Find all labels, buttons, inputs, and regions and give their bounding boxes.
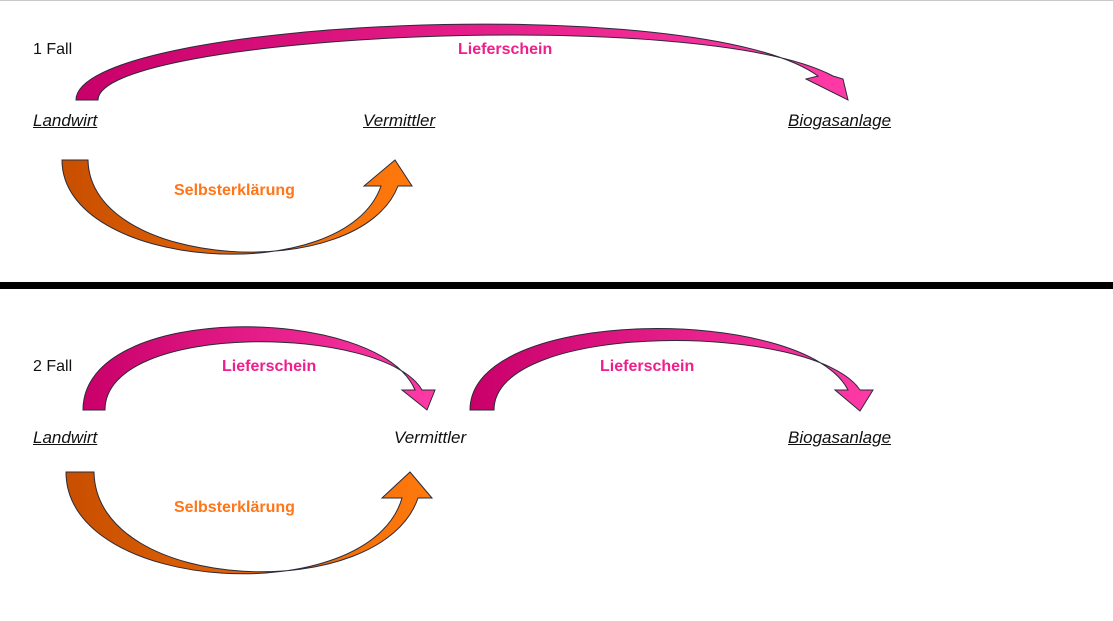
lieferschein-label-case-2-first: Lieferschein — [222, 358, 317, 375]
case-divider — [0, 282, 1113, 289]
lieferschein-label-case-1: Lieferschein — [458, 41, 553, 58]
arrow-selbsterklaerung-landwirt-vermittler-2 — [65, 471, 434, 575]
arrow-lieferschein-landwirt-biogasanlage — [75, 23, 849, 101]
biogasanlage-node-case-1: Biogasanlage — [788, 111, 892, 130]
biogasanlage-node-case-2: Biogasanlage — [788, 428, 892, 447]
landwirt-node-case-2: Landwirt — [33, 428, 98, 447]
landwirt-node-case-1: Landwirt — [33, 111, 98, 130]
top-border-line — [0, 0, 1113, 1]
arrow-lieferschein-landwirt-vermittler — [82, 326, 436, 411]
case-1-label: 1 Fall — [33, 41, 73, 58]
arrow-lieferschein-vermittler-biogasanlage — [469, 328, 874, 412]
case-2-label: 2 Fall — [33, 358, 73, 375]
vermittler-node-case-1: Vermittler — [363, 111, 436, 130]
arrow-selbsterklaerung-landwirt-vermittler-1 — [61, 159, 413, 255]
selbsterklaerung-label-case-2: Selbsterklärung — [174, 499, 295, 516]
lieferschein-label-case-2-second: Lieferschein — [600, 358, 695, 375]
vermittler-node-case-2: Vermittler — [394, 428, 467, 447]
selbsterklaerung-label-case-1: Selbsterklärung — [174, 182, 295, 199]
